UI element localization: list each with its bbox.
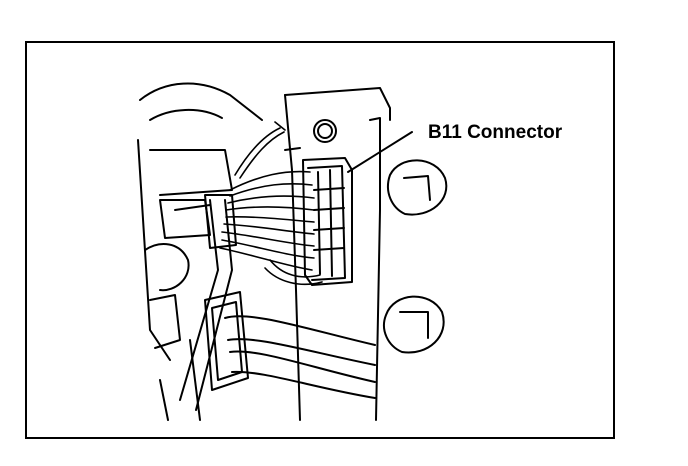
large-cables: [224, 315, 376, 399]
mounting-bolt-icon: [383, 295, 445, 354]
harness-sleeve: [179, 194, 237, 411]
left-housing: [137, 82, 263, 421]
mounting-bolt-icon: [386, 159, 448, 216]
wiring-harness-icon: [219, 121, 323, 286]
panel-hole-icon: [313, 119, 337, 143]
connector-icon: [302, 157, 353, 286]
callout-label: B11 Connector: [428, 122, 563, 143]
callout-leader-line: [347, 131, 413, 173]
cable-grommet-icon: [204, 291, 249, 391]
mounting-panel: [284, 87, 391, 421]
